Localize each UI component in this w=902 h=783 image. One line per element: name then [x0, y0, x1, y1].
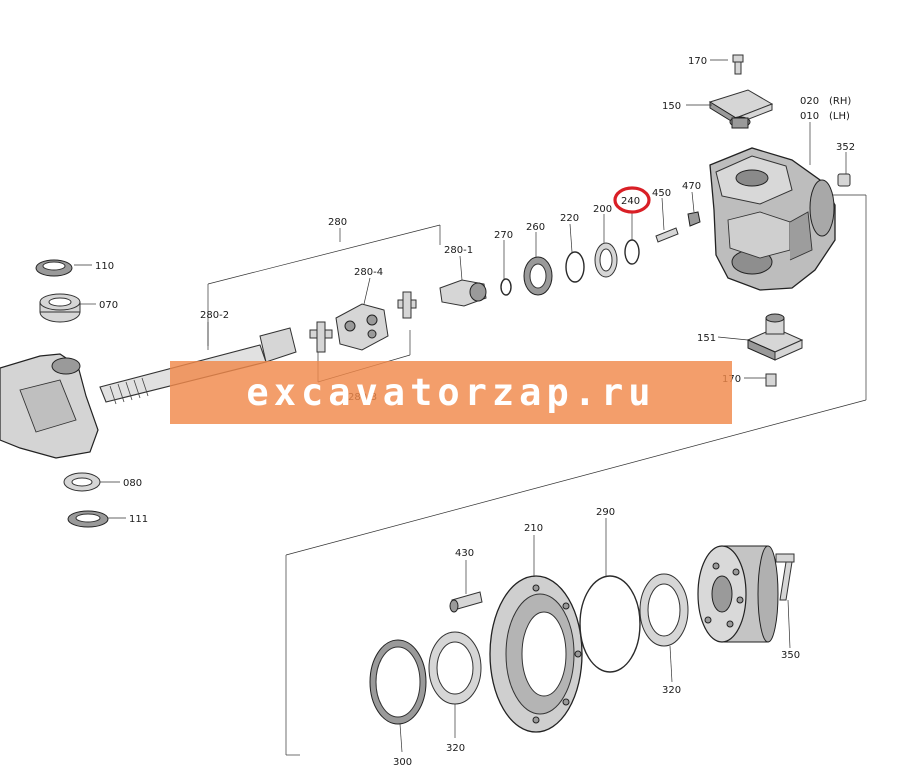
seal-110 [35, 259, 73, 277]
callout-010: 010 [800, 111, 819, 122]
callout-300: 300 [393, 757, 412, 768]
callout-290: 290 [596, 507, 615, 518]
bearing-320-left [428, 631, 482, 705]
watermark-banner [170, 361, 732, 424]
callout-450: 450 [652, 188, 671, 199]
cross-joint-left [309, 321, 333, 353]
cross-joint-right [397, 291, 417, 319]
callout-350: 350 [781, 650, 800, 661]
planetary-carrier [697, 545, 779, 643]
callout-020-side: (RH) [829, 96, 851, 107]
highlight-circle-240 [613, 186, 651, 214]
callout-200: 200 [593, 204, 612, 215]
callout-280-2: 280-2 [200, 310, 229, 321]
o-ring-290 [579, 575, 641, 673]
callout-151: 151 [697, 333, 716, 344]
snap-ring-220 [565, 251, 585, 283]
kingpin-cap-150 [708, 89, 774, 129]
plug-352 [837, 173, 851, 187]
callout-110: 110 [95, 261, 114, 272]
callout-260: 260 [526, 222, 545, 233]
kingpin-cap-151 [746, 313, 804, 361]
seal-300 [369, 639, 427, 725]
pin-450 [655, 227, 679, 243]
bolt-170-top [732, 54, 744, 75]
callout-470: 470 [682, 181, 701, 192]
callout-280-4: 280-4 [354, 267, 383, 278]
callout-320-left: 320 [446, 743, 465, 754]
callout-070: 070 [99, 300, 118, 311]
bolt-170-lower [765, 373, 777, 387]
callout-280-1: 280-1 [444, 245, 473, 256]
callout-150: 150 [662, 101, 681, 112]
callout-352: 352 [836, 142, 855, 153]
callout-080: 080 [123, 478, 142, 489]
bolt-350 [775, 553, 795, 601]
leader-lines [74, 59, 847, 753]
callout-010-side: (LH) [829, 111, 850, 122]
bushing-200 [594, 242, 618, 278]
wheel-hub-210 [489, 575, 583, 733]
bearing-070 [39, 293, 81, 323]
bearing-080 [63, 472, 101, 492]
callout-320-right: 320 [662, 685, 681, 696]
steering-knuckle-housing [709, 147, 836, 291]
callout-210: 210 [524, 523, 543, 534]
o-ring-270 [500, 278, 512, 296]
axle-housing [0, 353, 99, 459]
snap-ring-240 [624, 239, 640, 265]
callout-430: 430 [455, 548, 474, 559]
center-yoke-280-4 [335, 303, 389, 351]
seal-260 [523, 256, 553, 296]
callout-270: 270 [494, 230, 513, 241]
callout-111: 111 [129, 514, 148, 525]
stud-430 [449, 591, 483, 613]
callout-020: 020 [800, 96, 819, 107]
yoke-280-1 [439, 279, 487, 307]
nut-470 [687, 211, 701, 227]
callout-220: 220 [560, 213, 579, 224]
watermark-text: excavatorzap.ru [246, 371, 656, 414]
seal-111 [67, 510, 109, 528]
bearing-320-right [639, 573, 689, 647]
callout-240: 240 [621, 196, 640, 207]
callout-170-top: 170 [688, 56, 707, 67]
callout-280: 280 [328, 217, 347, 228]
